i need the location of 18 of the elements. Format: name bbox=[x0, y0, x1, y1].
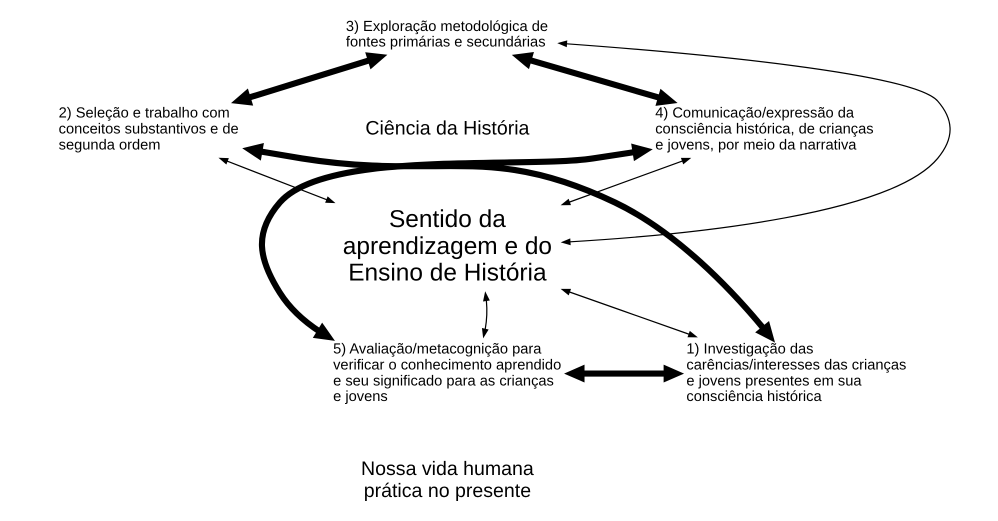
arrow bbox=[218, 158, 335, 204]
arrow bbox=[564, 364, 684, 383]
label: Nossa vida humana prática no presente bbox=[360, 458, 534, 502]
arrow bbox=[560, 288, 698, 338]
arrow bbox=[242, 143, 775, 343]
arrow bbox=[230, 52, 387, 106]
node-text: 5) Avaliação/metacognição para verificar o conhecimento aprendido e seu significado para as crianças e jovens bbox=[332, 342, 561, 406]
arrow bbox=[560, 158, 691, 206]
arrow bbox=[258, 144, 652, 341]
node-text: 2) Seleção e trabalho com conceitos substantivos e de segunda ordem bbox=[58, 106, 238, 154]
node-text: Sentido da aprendizagem e do Ensino de História bbox=[342, 206, 552, 287]
node-text: 1) Investigação das carências/interesses das crianças e jovens presentes em sua consciência histórica bbox=[686, 342, 906, 406]
label: Ciência da História bbox=[364, 117, 529, 140]
arrow bbox=[481, 291, 490, 338]
node-text: 4) Comunicação/expressão da consciência histórica, de crianças e jovens, por meio da narrativa bbox=[654, 106, 874, 154]
arrow bbox=[511, 52, 678, 106]
arrow bbox=[556, 40, 950, 246]
node-text: 3) Exploração metodológica de fontes primárias e secundárias bbox=[345, 18, 548, 51]
